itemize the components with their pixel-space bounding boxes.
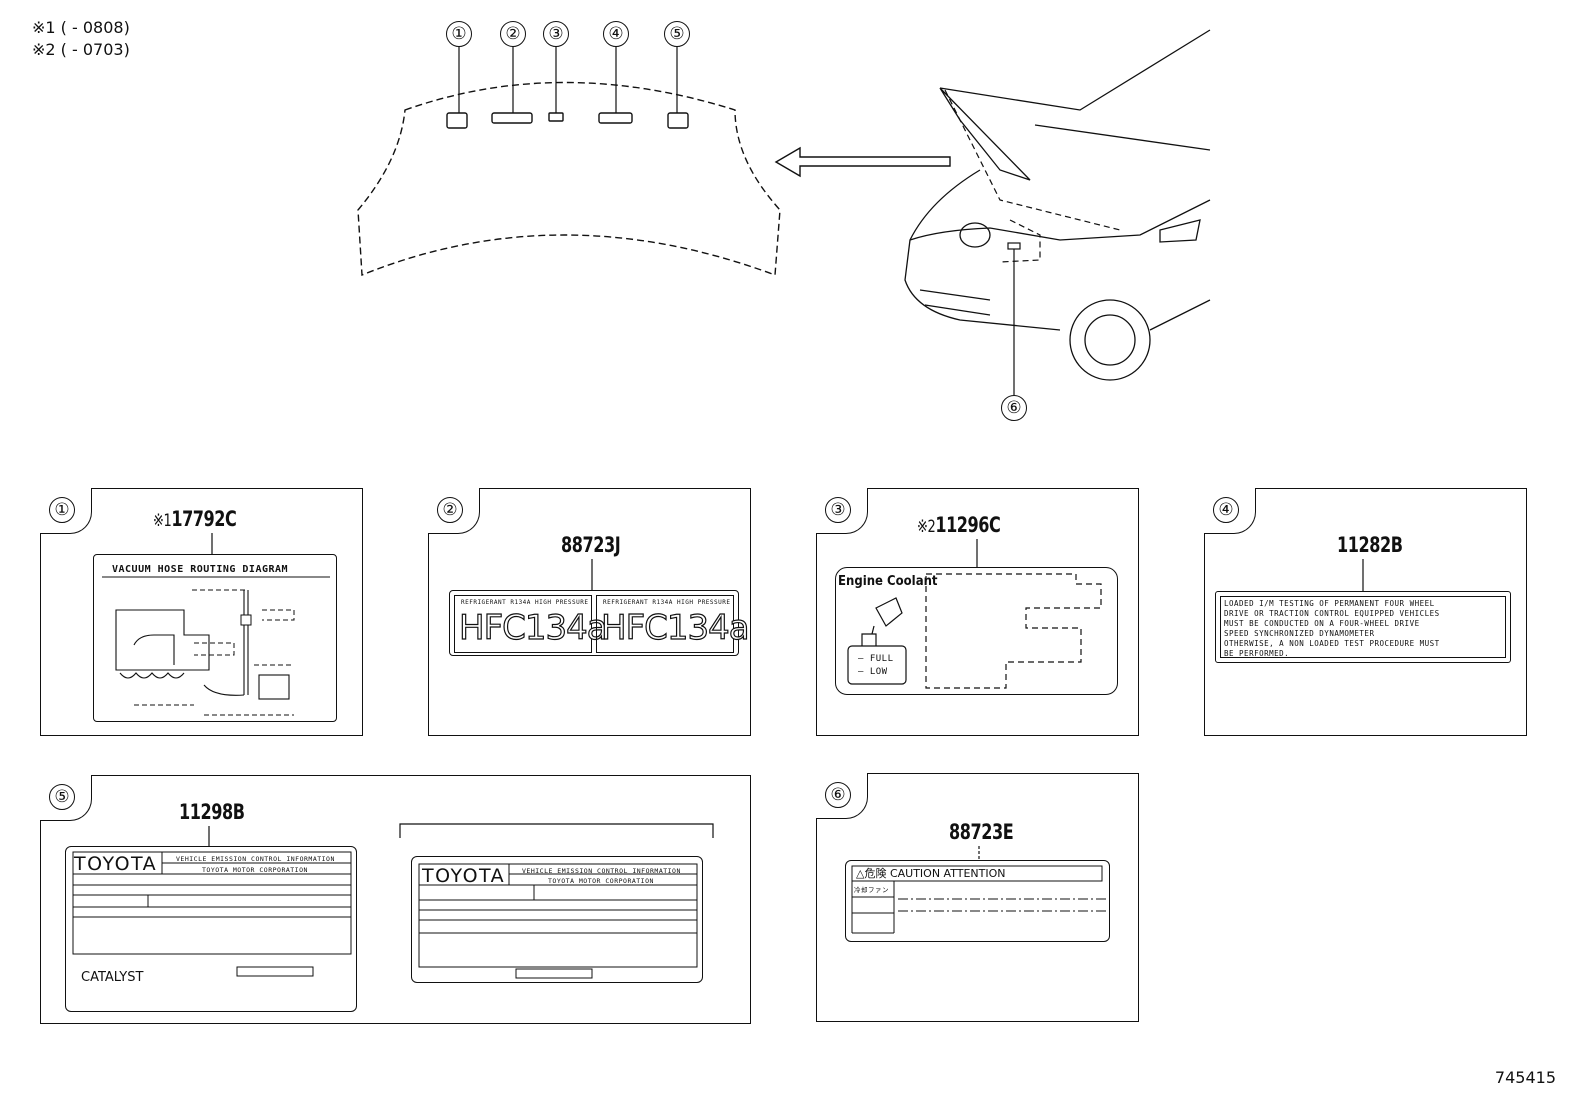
callout-4: ④ bbox=[603, 21, 629, 47]
toyota-logo-text: TOYOTA bbox=[422, 865, 506, 887]
panel-tab: ② bbox=[428, 488, 480, 534]
im-line-6: BE PERFORMED. bbox=[1224, 649, 1290, 658]
callout-6: ⑥ bbox=[1001, 395, 1027, 421]
leader-line bbox=[976, 539, 978, 567]
part-note-marker: ※2 bbox=[917, 517, 936, 537]
refrigerant-right-header: REFRIGERANT R134A HIGH PRESSURE bbox=[603, 599, 731, 606]
panel-number: ④ bbox=[1213, 497, 1239, 523]
emission-label-grid bbox=[418, 863, 698, 979]
catalyst-text: CATALYST bbox=[81, 970, 144, 985]
refrigerant-label: REFRIGERANT R134A HIGH PRESSURE HFC134a … bbox=[449, 590, 750, 656]
caution-label-grid bbox=[851, 865, 1108, 934]
panel-tab: ① bbox=[40, 488, 92, 534]
callout-2: ② bbox=[500, 21, 526, 47]
refrigerant-left-panel: REFRIGERANT R134A HIGH PRESSURE HFC134a bbox=[454, 595, 608, 653]
emission-header-1: VEHICLE EMISSION CONTROL INFORMATION bbox=[522, 867, 681, 875]
callout-5: ⑤ bbox=[664, 21, 690, 47]
emission-label-grid bbox=[72, 851, 352, 977]
panel-im-testing-label: ④ 11282B LOADED I/M TESTING OF PERMANENT… bbox=[1204, 488, 1527, 736]
leader-line bbox=[1362, 559, 1364, 591]
leader-line bbox=[211, 533, 213, 554]
leader-line bbox=[978, 846, 980, 860]
refrigerant-right-panel: REFRIGERANT R134A HIGH PRESSURE HFC134a bbox=[596, 595, 750, 653]
hood-overview-diagram bbox=[357, 29, 1211, 395]
panel-emission-label: ⑤ 11298B TOYOTA VEHICLE EMISSION CONTROL bbox=[40, 775, 751, 1024]
im-testing-inner: LOADED I/M TESTING OF PERMANENT FOUR WHE… bbox=[1220, 596, 1506, 658]
vacuum-hose-diagram-label: VACUUM HOSE ROUTING DIAGRAM bbox=[93, 554, 337, 722]
footnote-1: ※1 ( - 0808) bbox=[32, 18, 130, 37]
panel-number: ③ bbox=[825, 497, 851, 523]
im-line-3: MUST BE CONDUCTED ON A FOUR-WHEEL DRIVE bbox=[1224, 619, 1420, 628]
leader-line bbox=[591, 559, 593, 590]
im-line-1: LOADED I/M TESTING OF PERMANENT FOUR WHE… bbox=[1224, 599, 1435, 608]
part-number: ※211296C bbox=[917, 513, 1001, 537]
refrigerant-right-big: HFC134a bbox=[600, 607, 750, 648]
part-number: ※117792C bbox=[153, 507, 237, 531]
callout-3: ③ bbox=[543, 21, 569, 47]
coolant-title: Engine Coolant bbox=[838, 574, 938, 589]
part-number: 11282B bbox=[1337, 533, 1403, 557]
callout-1: ① bbox=[446, 21, 472, 47]
engine-coolant-label: Engine Coolant — FULL — LOW bbox=[835, 567, 1118, 695]
panel-number: ② bbox=[437, 497, 463, 523]
panel-vacuum-hose-label: ① ※117792C VACUUM HOSE ROUTING DIAGRAM bbox=[40, 488, 363, 736]
label-title: VACUUM HOSE ROUTING DIAGRAM bbox=[112, 564, 289, 575]
panel-refrigerant-label: ② 88723J REFRIGERANT R134A HIGH PRESSURE… bbox=[428, 488, 751, 736]
refrigerant-left-header: REFRIGERANT R134A HIGH PRESSURE bbox=[461, 599, 589, 606]
panel-number: ⑥ bbox=[825, 782, 851, 808]
im-line-4: SPEED SYNCHRONIZED DYNAMOMETER bbox=[1224, 629, 1375, 638]
panel-tab: ③ bbox=[816, 488, 868, 534]
caution-header: △危険 CAUTION ATTENTION bbox=[856, 867, 1006, 880]
panel-tab: ⑤ bbox=[40, 775, 92, 821]
emission-header-1: VEHICLE EMISSION CONTROL INFORMATION bbox=[176, 855, 335, 863]
full-text: FULL bbox=[869, 654, 894, 664]
drawing-id: 745415 bbox=[1494, 1068, 1556, 1087]
low-text: LOW bbox=[869, 667, 888, 677]
part-number: 11298B bbox=[179, 800, 245, 824]
coolant-low-mark: — LOW bbox=[858, 667, 888, 677]
caution-side-label: 冷却ファン bbox=[854, 886, 889, 894]
emission-label-a: TOYOTA VEHICLE EMISSION CONTROL INFORMAT… bbox=[65, 846, 357, 1012]
coolant-full-mark: — FULL bbox=[858, 654, 894, 664]
panel-engine-coolant-label: ③ ※211296C Engine Coolant — FULL — LOW bbox=[816, 488, 1139, 736]
footnote-2: ※2 ( - 0703) bbox=[32, 40, 130, 59]
panel-caution-label: ⑥ 88723E △危険 CAUTION ATTENTION 冷却ファン bbox=[816, 773, 1139, 1022]
caution-label: △危険 CAUTION ATTENTION 冷却ファン bbox=[845, 860, 1110, 942]
im-testing-label: LOADED I/M TESTING OF PERMANENT FOUR WHE… bbox=[1215, 591, 1511, 663]
im-line-2: DRIVE OR TRACTION CONTROL EQUIPPED VEHIC… bbox=[1224, 609, 1440, 618]
leader-lines bbox=[208, 823, 714, 846]
panel-tab: ④ bbox=[1204, 488, 1256, 534]
part-number-text: 17792C bbox=[171, 507, 237, 531]
emission-header-2: TOYOTA MOTOR CORPORATION bbox=[548, 877, 654, 885]
emission-header-2: TOYOTA MOTOR CORPORATION bbox=[202, 866, 308, 874]
hose-routing-sketch bbox=[102, 576, 330, 716]
panel-tab: ⑥ bbox=[816, 773, 868, 819]
refrigerant-left-big: HFC134a bbox=[458, 607, 608, 648]
part-number: 88723E bbox=[949, 820, 1014, 844]
part-note-marker: ※1 bbox=[153, 511, 172, 531]
panel-number: ⑤ bbox=[49, 784, 75, 810]
part-number-text: 11296C bbox=[935, 513, 1001, 537]
coolant-reservoir-icon bbox=[847, 573, 1102, 689]
toyota-logo-text: TOYOTA bbox=[74, 853, 158, 875]
im-line-5: OTHERWISE, A NON LOADED TEST PROCEDURE M… bbox=[1224, 639, 1440, 648]
emission-label-b: TOYOTA VEHICLE EMISSION CONTROL INFORMAT… bbox=[411, 856, 703, 983]
panel-number: ① bbox=[49, 497, 75, 523]
part-number: 88723J bbox=[561, 533, 621, 557]
